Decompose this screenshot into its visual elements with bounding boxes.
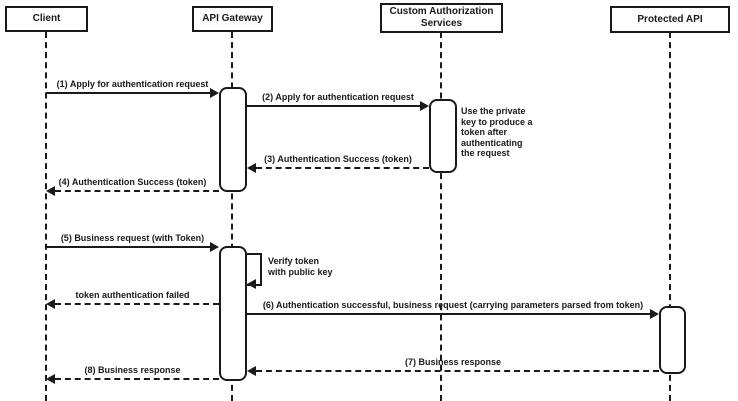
message-2-label: (2) Apply for authentication request — [262, 92, 414, 102]
message-8-label: (8) Business response — [84, 365, 181, 375]
lifeline-api-gateway — [231, 32, 233, 401]
message-2-arrowhead-right-icon — [420, 101, 429, 111]
activation-api-gateway-1 — [219, 87, 247, 192]
actor-box-client: Client — [5, 6, 88, 32]
message-1-line — [46, 92, 211, 94]
message-4-arrowhead-left-icon — [46, 186, 55, 196]
message-6-line — [247, 313, 651, 315]
activation-protected-api — [659, 306, 686, 374]
message-2-line — [247, 105, 421, 107]
message-8-arrowhead-left-icon — [46, 374, 55, 384]
message-3-line — [256, 167, 429, 169]
message-3-label: (3) Authentication Success (token) — [264, 154, 412, 164]
message-4-label: (4) Authentication Success (token) — [58, 177, 207, 187]
lifeline-client — [45, 32, 47, 401]
activation-api-gateway-2 — [219, 246, 247, 381]
message-7-line — [256, 370, 659, 372]
self-message-arrowhead-left-icon — [247, 279, 256, 289]
message-4-line — [55, 190, 219, 192]
message-6-arrowhead-right-icon — [650, 309, 659, 319]
message-5-line — [46, 246, 211, 248]
actor-box-api-gateway: API Gateway — [192, 6, 273, 32]
lifeline-custom-authorization-services — [440, 32, 442, 401]
message-8-line — [55, 378, 219, 380]
actor-box-custom-authorization-services: Custom Authorization Services — [380, 3, 503, 33]
note-private-key: Use the private key to produce a token a… — [461, 106, 533, 158]
self-message-label: Verify token with public key — [268, 256, 333, 277]
message-token-failed-label: token authentication failed — [75, 290, 190, 300]
message-3-arrowhead-left-icon — [247, 163, 256, 173]
message-token-failed-line — [55, 303, 219, 305]
message-5-arrowhead-right-icon — [210, 242, 219, 252]
message-1-label: (1) Apply for authentication request — [56, 79, 209, 89]
message-5-label: (5) Business request (with Token) — [60, 233, 205, 243]
activation-custom-authorization-services — [429, 99, 457, 173]
message-7-arrowhead-left-icon — [247, 366, 256, 376]
message-7-label: (7) Business response — [404, 357, 502, 367]
actor-box-protected-api: Protected API — [610, 6, 730, 33]
message-1-arrowhead-right-icon — [210, 88, 219, 98]
message-6-label: (6) Authentication successful, business … — [262, 300, 644, 310]
message-token-failed-arrowhead-left-icon — [46, 299, 55, 309]
lifeline-protected-api — [669, 32, 671, 401]
